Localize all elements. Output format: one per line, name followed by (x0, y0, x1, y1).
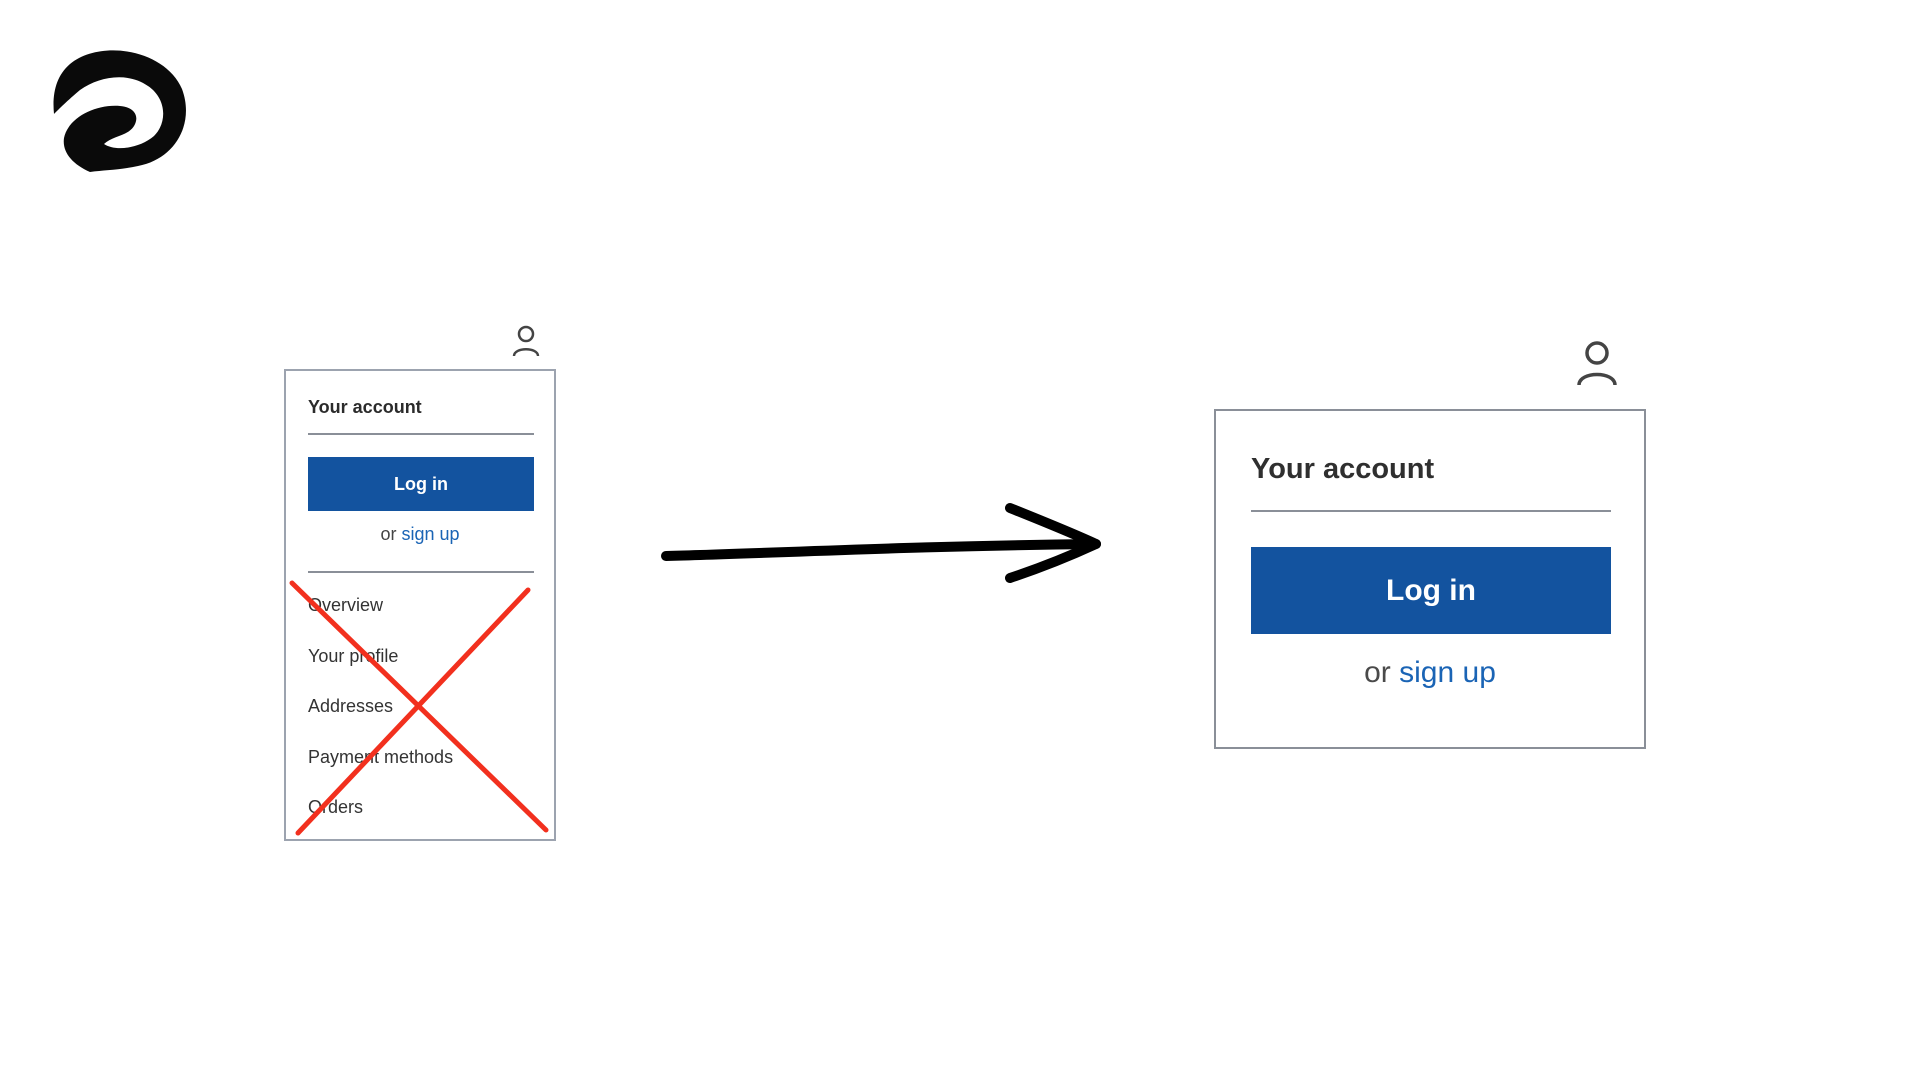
menu-item-your-profile[interactable]: Your profile (308, 645, 399, 666)
divider (1251, 510, 1611, 512)
brand-logo (53, 50, 186, 172)
divider (308, 571, 534, 573)
menu-item-payment-methods[interactable]: Payment methods (308, 746, 454, 767)
divider (308, 433, 534, 435)
account-title: Your account (1251, 453, 1435, 485)
login-button[interactable]: Log in (1251, 547, 1611, 634)
menu-item-orders[interactable]: Orders (308, 797, 364, 817)
user-icon[interactable] (511, 325, 541, 357)
signup-prompt: or sign up (1216, 656, 1644, 690)
user-icon[interactable] (1575, 340, 1619, 386)
signup-link[interactable]: sign up (401, 524, 460, 544)
account-dropdown-after: Your account Log in or sign up (1214, 409, 1646, 749)
login-button[interactable]: Log in (308, 457, 534, 511)
or-text: or (1364, 656, 1391, 689)
signup-prompt: or sign up (286, 524, 554, 545)
account-title: Your account (308, 397, 422, 417)
account-menu: Overview Your profile Addresses Payment … (308, 593, 453, 846)
or-text: or (380, 524, 397, 544)
account-dropdown-before: Your account Log in or sign up Overview … (284, 369, 556, 841)
signup-link[interactable]: sign up (1399, 656, 1496, 689)
menu-item-addresses[interactable]: Addresses (308, 696, 394, 716)
arrow-right-icon (661, 503, 1101, 583)
menu-item-overview[interactable]: Overview (308, 595, 384, 615)
